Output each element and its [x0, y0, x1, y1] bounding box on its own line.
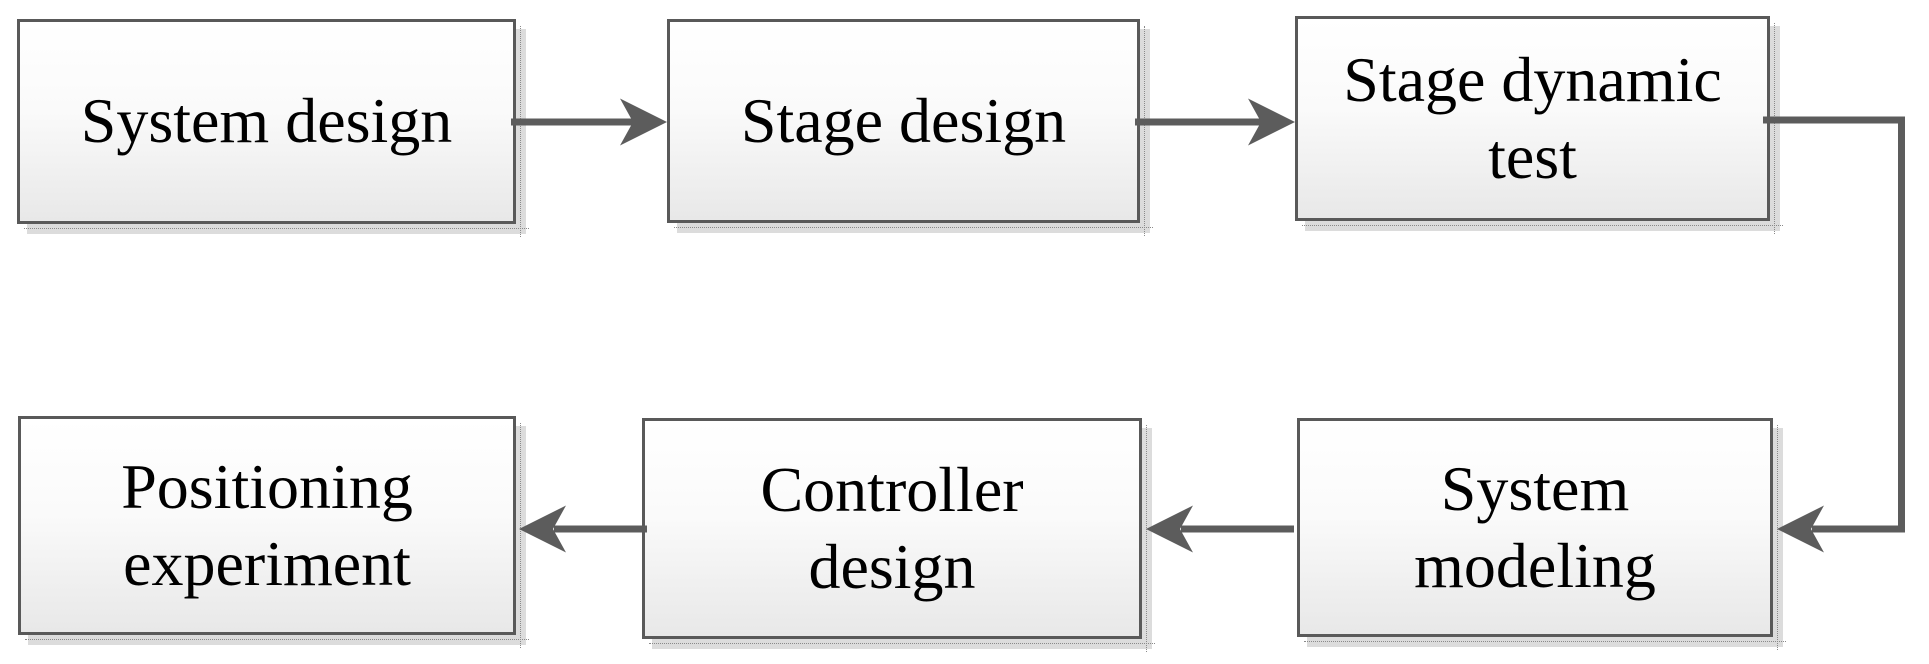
node-system-design: System design: [17, 19, 529, 237]
node-stage-design: Stage design: [667, 19, 1153, 236]
arrow-stage-design-to-stage-dynamic-test: [1135, 98, 1295, 146]
arrow-system-design-to-stage-design: [511, 98, 667, 146]
node-stage-design-label: Stage design: [740, 84, 1067, 156]
node-system-modeling-label: System modeling: [1414, 452, 1656, 601]
node-positioning-experiment-label: Positioning experiment: [121, 450, 413, 599]
node-stage-dynamic-test-label: Stage dynamic test: [1343, 43, 1722, 192]
node-positioning-experiment: Positioning experiment: [18, 416, 529, 648]
arrow-stage-dynamic-test-to-system-modeling: [1763, 116, 1905, 553]
node-stage-dynamic-test: Stage dynamic test: [1295, 16, 1783, 234]
node-controller-design: Controller design: [642, 418, 1155, 652]
node-system-design-label: System design: [80, 85, 453, 157]
arrow-system-modeling-to-controller-design: [1146, 505, 1294, 553]
node-controller-design-label: Controller design: [760, 453, 1024, 602]
node-system-modeling: System modeling: [1297, 418, 1786, 650]
arrow-controller-design-to-positioning-experiment: [519, 505, 647, 553]
